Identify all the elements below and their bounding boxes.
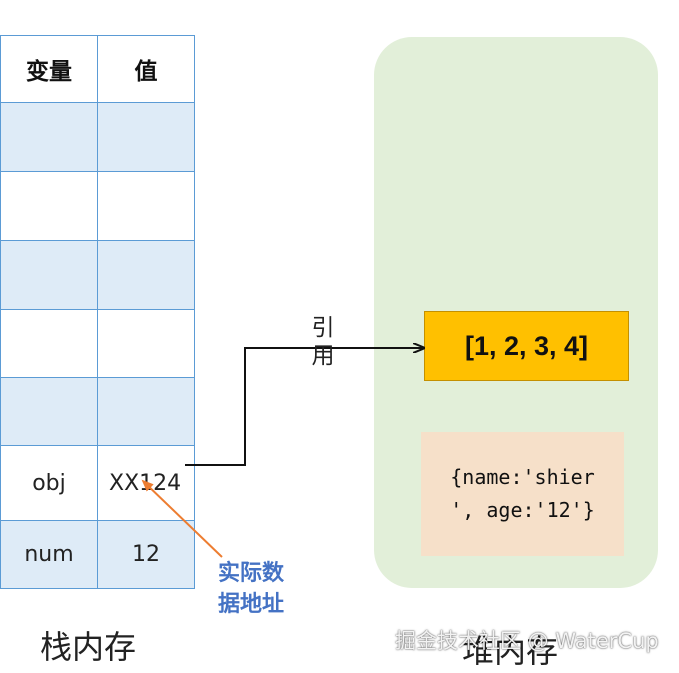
stack-row-5-value	[97, 377, 195, 446]
heap-array-box: [1, 2, 3, 4]	[424, 311, 629, 381]
stack-memory-label: 栈内存	[40, 628, 137, 666]
actual-address-line-2: 据地址	[218, 592, 285, 617]
address-pointer-arrow	[141, 479, 223, 558]
watermark: 掘金技术社区 @ WaterCup	[395, 629, 659, 653]
heap-object-line-1: {name:'shier	[450, 465, 595, 489]
reference-label-line-1: 引	[311, 315, 335, 341]
stack-row-3-value	[97, 240, 195, 310]
heap-object-box: {name:'shier ', age:'12'}	[421, 432, 624, 556]
heap-memory-label: 堆内存	[462, 632, 559, 670]
reference-label: 引 用	[308, 314, 338, 370]
actual-address-label: 实际数 据地址	[218, 558, 284, 620]
heap-object-line-2: ', age:'12'}	[450, 498, 595, 522]
stack-row-3-variable	[0, 240, 98, 310]
reference-label-line-2: 用	[311, 343, 335, 369]
stack-row-num-value: 12	[97, 520, 195, 589]
reference-arrow	[185, 348, 424, 466]
actual-address-line-1: 实际数	[218, 561, 285, 586]
stack-row-num-variable: num	[0, 520, 98, 589]
stack-row-1-value	[97, 102, 195, 172]
